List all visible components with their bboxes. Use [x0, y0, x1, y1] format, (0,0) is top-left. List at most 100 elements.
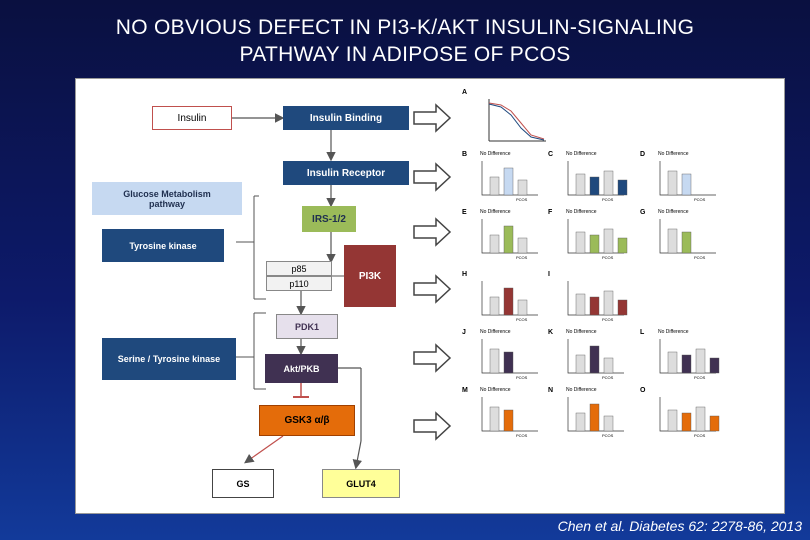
panel-letter-l: L	[640, 329, 645, 336]
mini-bar	[589, 403, 600, 432]
insulin-binding-box: Insulin Binding	[283, 106, 409, 130]
citation: Chen et al. Diabetes 62: 2278-86, 2013	[557, 518, 802, 534]
mini-bar	[709, 357, 720, 374]
mini-axis-label: PCOS	[602, 197, 614, 202]
mini-bar	[575, 173, 586, 196]
panel-letter-j: J	[462, 329, 466, 336]
slide-title: NO OBVIOUS DEFECT IN PI3-K/AKT INSULIN-S…	[0, 14, 810, 68]
panel-letter-i: I	[548, 271, 550, 278]
gsk3-label: GSK3 α/β	[284, 415, 330, 426]
mini-bar	[695, 348, 706, 374]
irs-box: IRS-1/2	[302, 206, 356, 232]
mini-axis-label: PCOS	[516, 317, 528, 322]
mini-axis-label: PCOS	[694, 255, 706, 260]
mini-axis-label: PCOS	[516, 375, 528, 380]
gs-label: GS	[236, 478, 250, 489]
mini-bar	[603, 228, 614, 254]
mini-bar	[489, 176, 500, 196]
mini-axis	[481, 397, 538, 432]
hollow-arrow-2	[413, 162, 452, 192]
mini-bar	[489, 234, 500, 254]
mini-axis	[659, 161, 716, 196]
no-difference-label: No Difference	[480, 387, 511, 393]
mini-bar	[709, 415, 720, 432]
p110-label: p110	[289, 278, 309, 289]
insulin-binding-label: Insulin Binding	[309, 112, 383, 124]
mini-bar	[667, 170, 678, 196]
no-difference-label: No Difference	[566, 387, 597, 393]
mini-axis	[481, 339, 538, 374]
mini-bar	[695, 406, 706, 432]
mini-bar	[489, 348, 500, 374]
mini-bar	[503, 409, 514, 432]
mini-axis-label: PCOS	[516, 197, 528, 202]
mini-axis-label: PCOS	[602, 433, 614, 438]
mini-bar	[575, 412, 586, 432]
no-difference-label: No Difference	[566, 151, 597, 157]
pathway-connectors	[232, 99, 546, 470]
pi3k-box: PI3K	[344, 245, 396, 307]
panel-letter-k: K	[548, 329, 553, 336]
mini-bar	[603, 415, 614, 432]
panel-letter-f: F	[548, 209, 553, 216]
no-difference-label: No Difference	[480, 209, 511, 215]
p85-label: p85	[291, 263, 307, 274]
mini-axis-label: PCOS	[694, 197, 706, 202]
mini-bar	[575, 354, 586, 374]
pdk1-label: PDK1	[294, 321, 319, 332]
mini-bar	[603, 290, 614, 316]
panel-letter-d: D	[640, 151, 645, 158]
gs-box: GS	[212, 469, 274, 498]
mini-bar	[517, 299, 528, 316]
mini-axis-label: PCOS	[602, 375, 614, 380]
akt-label: Akt/PKB	[283, 363, 320, 374]
mini-bar	[503, 351, 514, 374]
mini-bar	[681, 354, 692, 374]
mini-bar	[503, 167, 514, 196]
insulin-receptor-box: Insulin Receptor	[283, 161, 409, 185]
hollow-arrow-5	[413, 343, 452, 373]
mini-bar	[489, 406, 500, 432]
insulin-label: Insulin	[177, 112, 207, 124]
mini-axis-label: PCOS	[602, 317, 614, 322]
mini-bar	[589, 234, 600, 254]
p85-box: p85	[266, 261, 332, 276]
no-difference-label: No Difference	[566, 209, 597, 215]
mini-bar	[575, 293, 586, 316]
serine-tyrosine-kinase-box: Serine / Tyrosine kinase	[102, 338, 236, 380]
mini-bar	[617, 299, 628, 316]
no-difference-label: No Difference	[566, 329, 597, 335]
hollow-arrow-4	[413, 274, 452, 304]
panel-letter-b: B	[462, 151, 467, 158]
mini-axis-label: PCOS	[516, 433, 528, 438]
mini-bar	[681, 412, 692, 432]
mini-chart-a	[488, 99, 546, 142]
serine-tyrosine-kinase-label: Serine / Tyrosine kinase	[117, 354, 221, 364]
glut4-label: GLUT4	[346, 478, 376, 489]
mini-bar	[503, 225, 514, 254]
panel-letter-m: M	[462, 387, 468, 394]
gsk3-box: GSK3 α/β	[259, 405, 355, 436]
no-difference-label: No Difference	[658, 151, 689, 157]
panel-letter-a: A	[462, 89, 467, 96]
p110-box: p110	[266, 276, 332, 291]
mini-bar	[589, 176, 600, 196]
panel-letter-n: N	[548, 387, 553, 394]
panel-letter-e: E	[462, 209, 467, 216]
mini-axis	[659, 219, 716, 254]
mini-bar	[667, 351, 678, 374]
akt-box: Akt/PKB	[265, 354, 338, 383]
slide-title-line-2: PATHWAY IN ADIPOSE OF PCOS	[239, 43, 571, 66]
mini-bar	[603, 357, 614, 374]
pi3k-label: PI3K	[358, 270, 382, 282]
no-difference-label: No Difference	[658, 329, 689, 335]
hollow-arrow-6	[413, 411, 452, 441]
insulin-box: Insulin	[152, 106, 232, 130]
panel-letter-o: O	[640, 387, 646, 394]
mini-bar	[517, 179, 528, 196]
hollow-arrow-1	[413, 103, 452, 133]
hollow-arrow-3	[413, 217, 452, 247]
mini-bar	[681, 173, 692, 196]
figure-panel: Insulin Insulin Binding Insulin Receptor…	[75, 78, 785, 514]
